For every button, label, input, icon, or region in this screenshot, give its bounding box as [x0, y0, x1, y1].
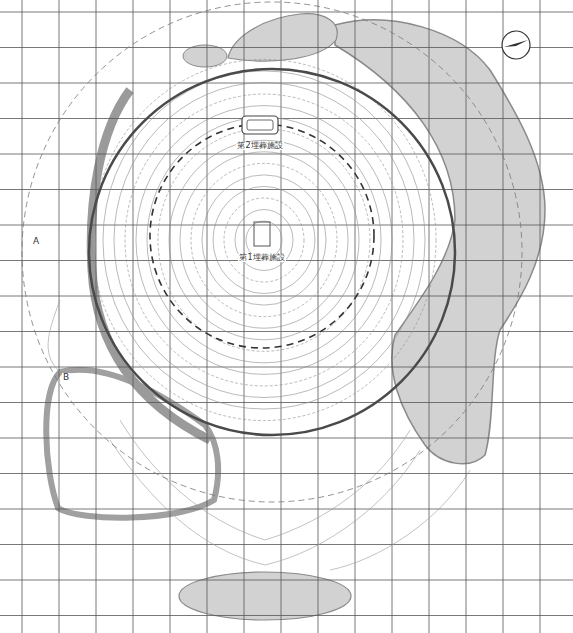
contour-line	[180, 152, 348, 328]
grid-line	[0, 118, 573, 119]
contour-line	[125, 94, 403, 386]
contour-line	[224, 198, 304, 282]
contour-line	[120, 420, 410, 540]
grid-line	[0, 47, 573, 48]
burial-pit-2	[242, 116, 278, 134]
grid-line	[0, 367, 573, 368]
contour-line	[235, 210, 293, 271]
moat-bottom-left	[46, 370, 218, 518]
contour-lines	[48, 59, 470, 570]
contour-line	[202, 175, 326, 305]
grid-line	[0, 296, 573, 297]
contour-line	[213, 186, 315, 293]
grid-line	[0, 189, 573, 190]
north-circle	[502, 31, 530, 59]
outer-line	[22, 2, 522, 502]
contour-line	[48, 300, 70, 380]
feature-label: 第2埋葬施設	[236, 142, 283, 151]
contour-line	[158, 129, 370, 352]
grid-line	[0, 154, 573, 155]
burial-pit-2-inner	[247, 120, 273, 130]
contour-line	[136, 106, 392, 375]
grid-line	[0, 83, 573, 84]
contour-line	[191, 163, 337, 316]
contour-line	[114, 83, 414, 398]
grid-line	[22, 0, 23, 633]
north-needle	[504, 40, 528, 47]
grid-line	[318, 0, 319, 633]
terrace-line	[150, 124, 374, 348]
moat-top-left	[183, 45, 227, 67]
grid-line	[429, 0, 430, 633]
moat-right	[335, 20, 545, 464]
north-arrow	[502, 31, 530, 59]
grid-line	[0, 12, 573, 13]
contour-line	[110, 440, 420, 565]
contour-line	[92, 59, 436, 420]
grid-line	[0, 615, 573, 616]
contour-line	[169, 140, 359, 340]
grid-line	[0, 402, 573, 403]
contour-line	[147, 117, 381, 363]
grid-line	[0, 544, 573, 545]
grid-line	[0, 473, 573, 474]
moat-areas	[46, 14, 545, 620]
grid-line	[0, 331, 573, 332]
grid-line	[59, 0, 60, 633]
grid-line	[170, 0, 171, 633]
grid-line	[207, 0, 208, 633]
section-letter: A	[32, 237, 40, 247]
grid-line	[96, 0, 97, 633]
grid-line	[503, 0, 504, 633]
moat-bottom	[179, 572, 351, 620]
grid-line	[244, 0, 245, 633]
grid-line	[0, 225, 573, 226]
burial-pit-1	[254, 222, 270, 246]
mound-outline	[89, 69, 455, 435]
contour-line	[103, 71, 425, 409]
grid-line	[0, 509, 573, 510]
grid-line	[540, 0, 541, 633]
grid-line	[0, 580, 573, 581]
contour-line	[330, 470, 470, 570]
section-letter: B	[62, 373, 70, 383]
grid-line	[0, 260, 573, 261]
grid-line	[0, 438, 573, 439]
grid-line	[392, 0, 393, 633]
feature-label: 第1埋葬施設	[238, 254, 285, 263]
